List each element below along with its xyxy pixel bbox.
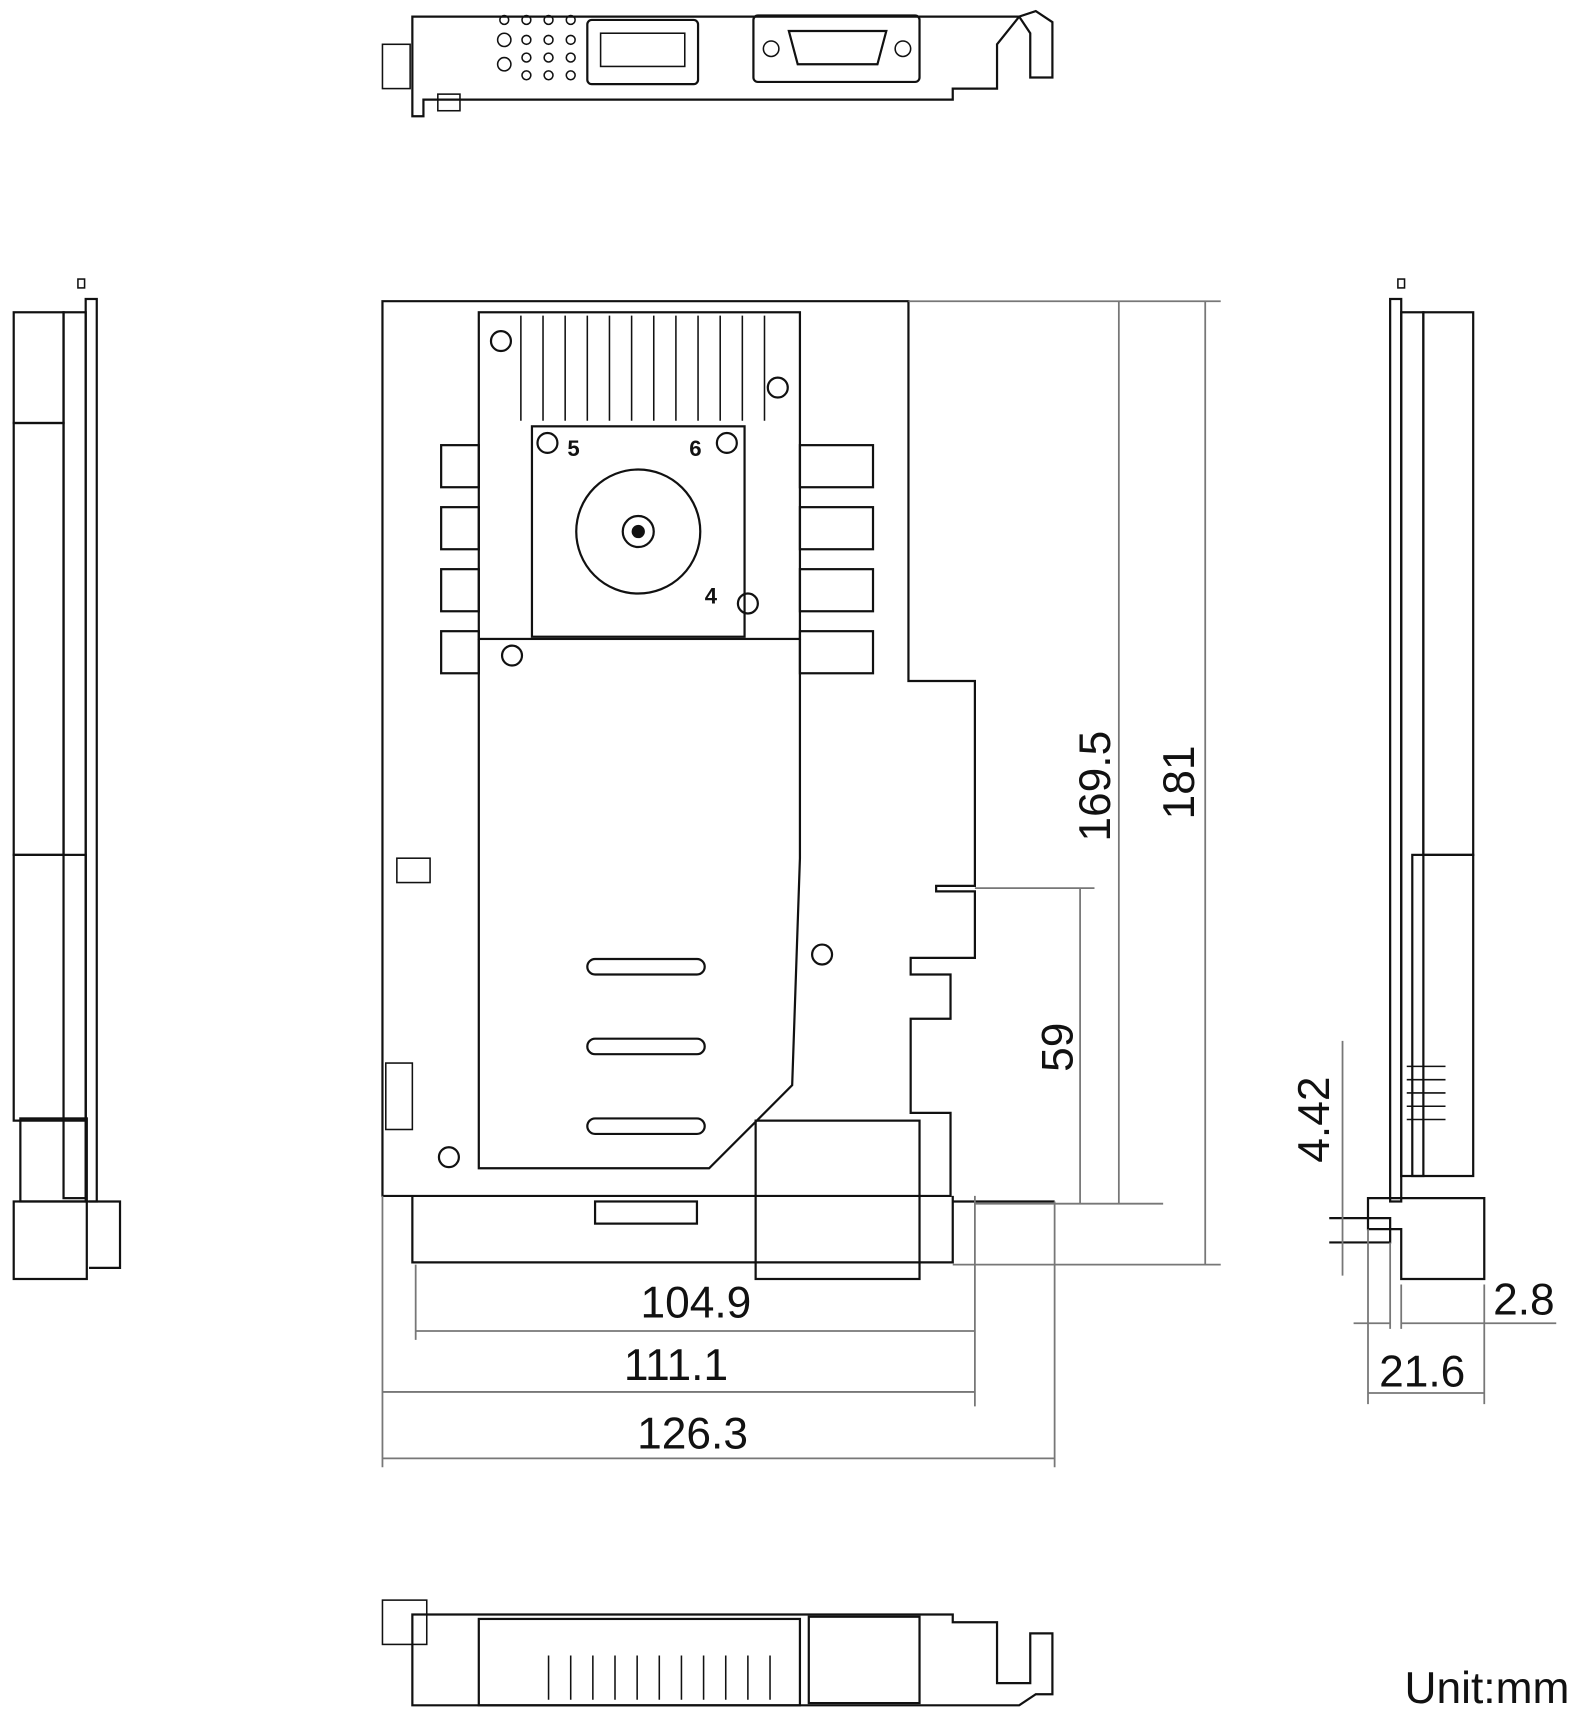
right-side-view [1329, 278, 1486, 1281]
dim-21-6: 21.6 [1379, 1347, 1465, 1396]
dim-169-5: 169.5 [1071, 731, 1120, 842]
dim-59: 59 [1033, 1023, 1082, 1072]
dimension-lines [381, 300, 1557, 1468]
bottom-view [381, 1599, 1054, 1707]
fan-marker-4: 4 [705, 584, 718, 609]
top-view [381, 9, 1054, 118]
dim-4-42: 4.42 [1290, 1077, 1339, 1163]
fan [575, 468, 702, 595]
dim-181: 181 [1155, 746, 1204, 820]
unit-label: Unit:mm [1405, 1664, 1570, 1713]
fan-marker-5: 5 [567, 436, 579, 461]
left-side-view [12, 278, 122, 1281]
front-view: 5 6 4 [381, 300, 1055, 1281]
dim-126-3: 126.3 [637, 1409, 748, 1458]
dim-2-8: 2.8 [1493, 1275, 1555, 1324]
dim-111-1: 111.1 [624, 1341, 728, 1390]
fan-marker-6: 6 [689, 436, 701, 461]
heatsink-fins [520, 315, 766, 421]
dim-104-9: 104.9 [640, 1279, 751, 1328]
